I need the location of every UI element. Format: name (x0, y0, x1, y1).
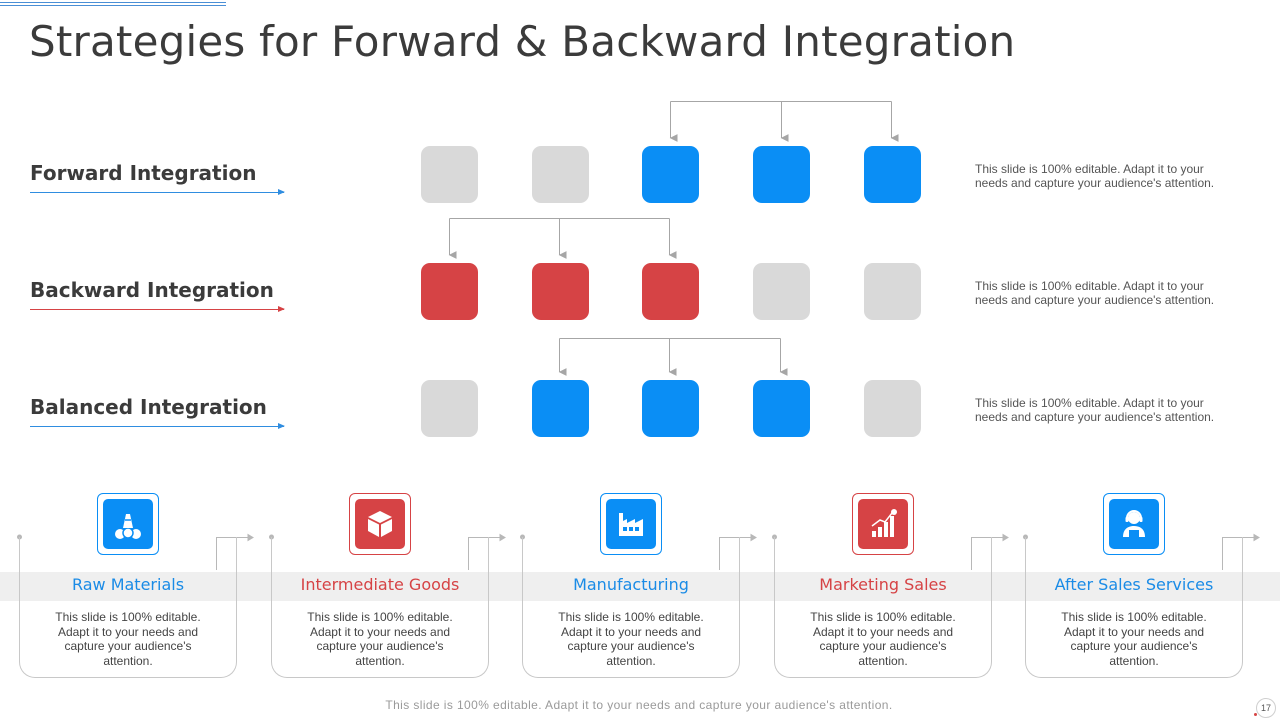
process-step-raw-materials: Raw Materials This slide is 100% editabl… (19, 493, 237, 679)
process-step-intermediate-goods: Intermediate Goods This slide is 100% ed… (271, 493, 489, 679)
forward-box-3 (642, 146, 699, 203)
process-band (0, 572, 1280, 601)
process-step-manufacturing: Manufacturing This slide is 100% editabl… (522, 493, 740, 679)
step-frame (1025, 537, 1243, 678)
sales-chart-icon (858, 499, 908, 549)
balanced-connector (558, 338, 788, 376)
process-step-after-sales-services: After Sales Services This slide is 100% … (1025, 493, 1243, 679)
step-description: This slide is 100% editable. Adapt it to… (1061, 610, 1207, 668)
row-arrow-balanced (30, 423, 285, 429)
row-label-forward: Forward Integration (30, 161, 257, 185)
balanced-box-5 (864, 380, 921, 437)
process-step-marketing-sales: Marketing Sales This slide is 100% edita… (774, 493, 992, 679)
step-icon-frame (97, 493, 159, 555)
step-frame (271, 537, 489, 678)
row-description-balanced: This slide is 100% editable. Adapt it to… (975, 396, 1215, 424)
step-icon-frame (349, 493, 411, 555)
top-accent-line (0, 2, 226, 3)
balanced-box-1 (421, 380, 478, 437)
step-description: This slide is 100% editable. Adapt it to… (810, 610, 956, 668)
footer-note: This slide is 100% editable. Adapt it to… (385, 698, 893, 712)
step-frame (522, 537, 740, 678)
forward-box-2 (532, 146, 589, 203)
row-label-balanced: Balanced Integration (30, 395, 267, 419)
forward-box-5 (864, 146, 921, 203)
box-icon (355, 499, 405, 549)
page-number-dot (1254, 713, 1257, 716)
row-label-backward: Backward Integration (30, 278, 274, 302)
page-number: 17 (1256, 698, 1276, 718)
factory-icon (606, 499, 656, 549)
backward-box-4 (753, 263, 810, 320)
step-frame (19, 537, 237, 678)
backward-connector (448, 218, 677, 259)
balanced-box-4 (753, 380, 810, 437)
balanced-box-3 (642, 380, 699, 437)
step-description: This slide is 100% editable. Adapt it to… (558, 610, 704, 668)
backward-box-1 (421, 263, 478, 320)
backward-box-5 (864, 263, 921, 320)
step-description: This slide is 100% editable. Adapt it to… (307, 610, 453, 668)
forward-connector (669, 101, 899, 142)
step-icon-frame (600, 493, 662, 555)
step-title: Raw Materials (71, 575, 185, 594)
row-description-backward: This slide is 100% editable. Adapt it to… (975, 279, 1215, 307)
backward-box-3 (642, 263, 699, 320)
backward-box-2 (532, 263, 589, 320)
step-description: This slide is 100% editable. Adapt it to… (55, 610, 201, 668)
step-icon-frame (1103, 493, 1165, 555)
support-agent-icon (1109, 499, 1159, 549)
row-description-forward: This slide is 100% editable. Adapt it to… (975, 162, 1215, 190)
step-title: Intermediate Goods (300, 575, 460, 594)
step-title: Manufacturing (573, 575, 689, 594)
balanced-box-2 (532, 380, 589, 437)
row-arrow-forward (30, 189, 285, 195)
forward-box-4 (753, 146, 810, 203)
step-title: Marketing Sales (819, 575, 947, 594)
page-title: Strategies for Forward & Backward Integr… (29, 17, 1016, 66)
row-arrow-backward (30, 306, 285, 312)
raw-materials-icon (103, 499, 153, 549)
step-icon-frame (852, 493, 914, 555)
step-frame (774, 537, 992, 678)
top-accent-line (0, 5, 226, 6)
step-title: After Sales Services (1054, 575, 1214, 594)
forward-box-1 (421, 146, 478, 203)
